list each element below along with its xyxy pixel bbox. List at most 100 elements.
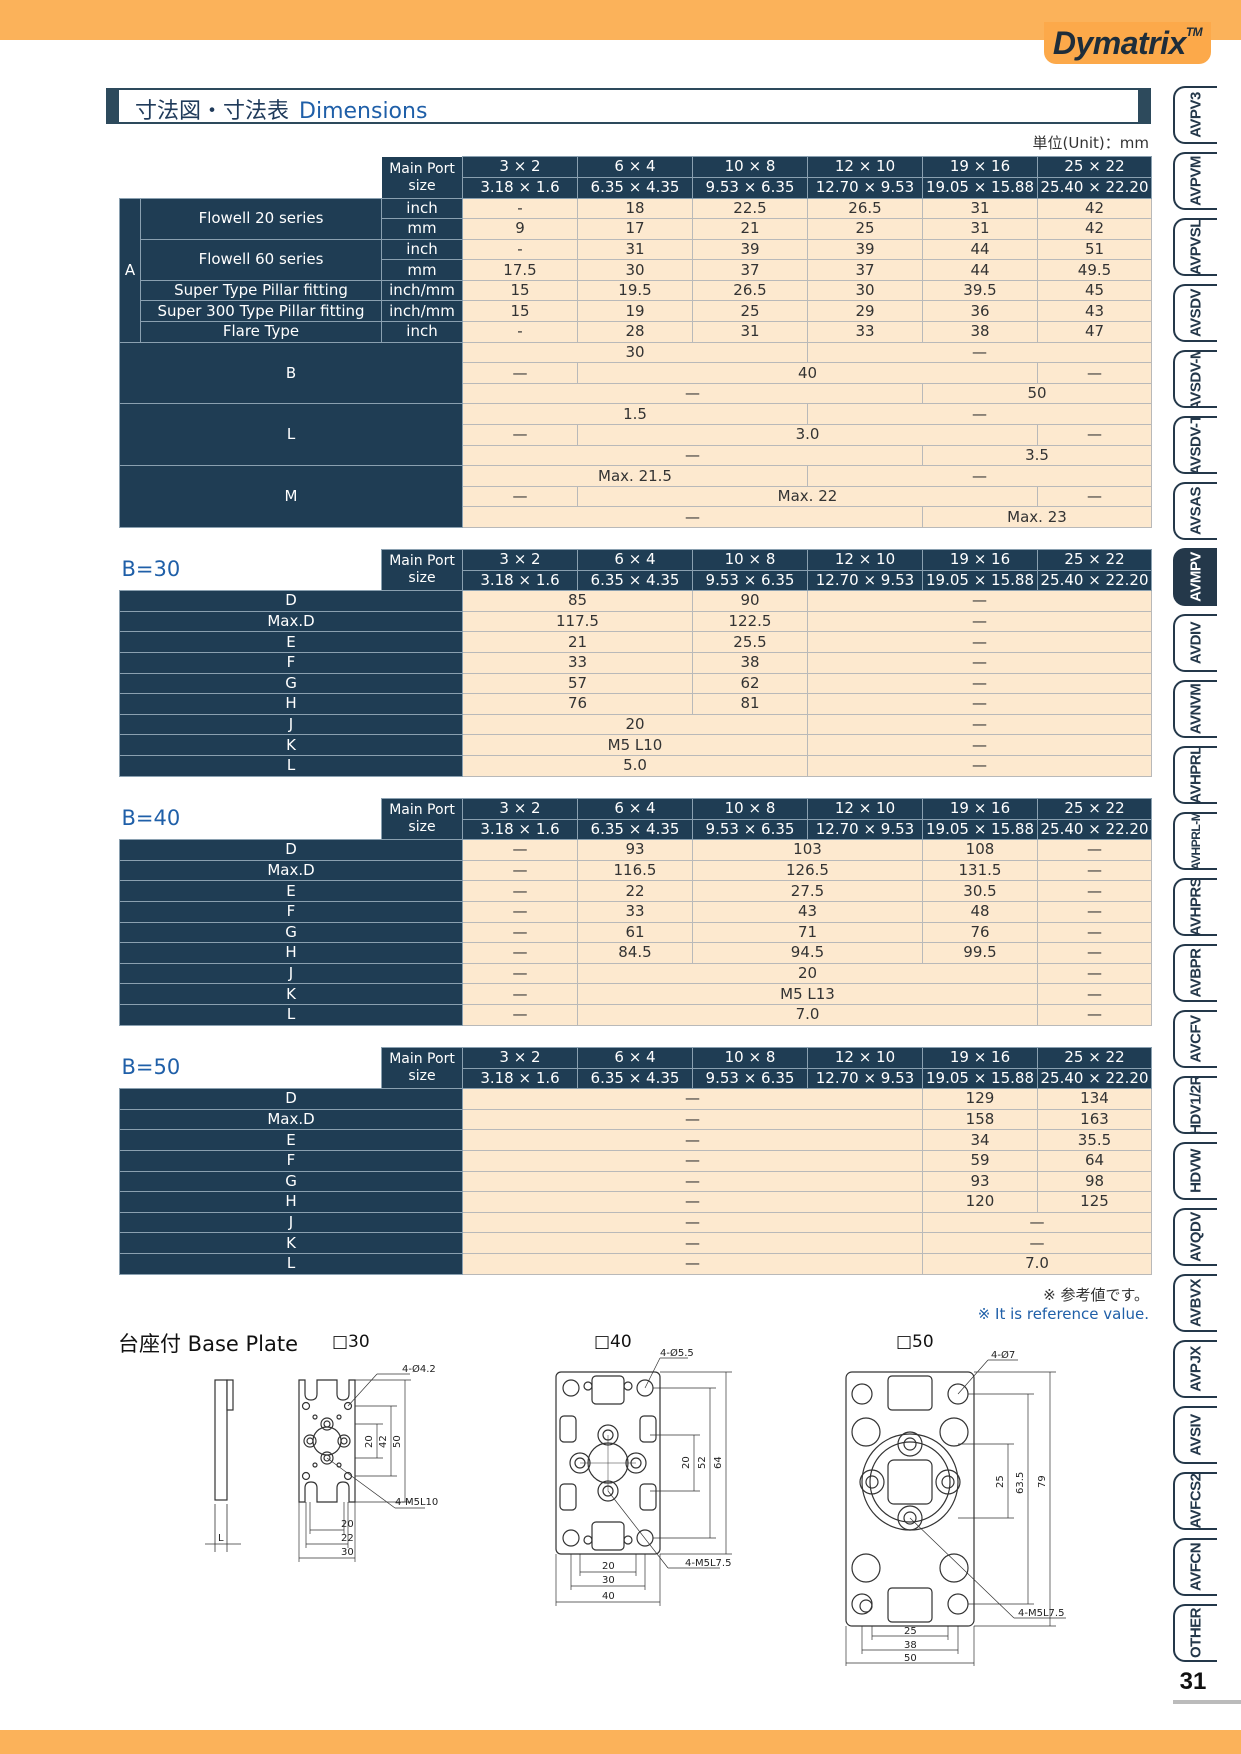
dim-label: 20 bbox=[341, 1519, 354, 1530]
value-cell: 25 bbox=[692, 300, 808, 323]
value-cell: 64 bbox=[1037, 1149, 1152, 1172]
value-cell: — bbox=[462, 444, 923, 467]
header-nominal: 6 × 4 bbox=[577, 1047, 693, 1069]
row-label-a: A bbox=[119, 197, 141, 343]
header-mm: 19.05 × 15.88 bbox=[922, 818, 1038, 841]
dim-label: 4-M5L7.5 bbox=[685, 1558, 731, 1569]
header-mm: 25.40 × 22.20 bbox=[1037, 176, 1152, 199]
tab-avsdv-m[interactable]: AVSDV-M bbox=[1173, 350, 1217, 408]
unit-cell: inch/mm bbox=[381, 279, 463, 302]
tab-label: AVSDV-T bbox=[1187, 416, 1205, 474]
value-cell: — bbox=[462, 1108, 923, 1131]
tab-avdiv[interactable]: AVDIV bbox=[1173, 614, 1217, 672]
unit-cell: inch bbox=[381, 321, 463, 343]
tab-label: AVDIV bbox=[1187, 621, 1205, 665]
header-mm: 12.70 × 9.53 bbox=[807, 1067, 923, 1090]
tab-avsdv[interactable]: AVSDV bbox=[1173, 284, 1217, 342]
value-cell: 33 bbox=[577, 900, 693, 923]
value-cell: 17 bbox=[577, 218, 693, 240]
row-label: H bbox=[119, 693, 463, 715]
value-cell: 57 bbox=[462, 672, 693, 695]
header-mm: 3.18 × 1.6 bbox=[462, 569, 578, 592]
dim-label: 20 bbox=[364, 1435, 375, 1448]
value-cell: — bbox=[462, 1252, 923, 1275]
size-label: size bbox=[408, 819, 436, 836]
value-cell: — bbox=[807, 631, 1152, 653]
tab-avfcn[interactable]: AVFCN bbox=[1173, 1538, 1217, 1596]
header-mm: 12.70 × 9.53 bbox=[807, 176, 923, 199]
value-cell: 38 bbox=[692, 651, 808, 674]
header-nominal: 12 × 10 bbox=[807, 1047, 923, 1069]
tab-avcfv[interactable]: AVCFV bbox=[1173, 1010, 1217, 1068]
value-cell: 28 bbox=[577, 321, 693, 343]
value-cell: 5.0 bbox=[462, 754, 808, 777]
tab-other[interactable]: OTHER bbox=[1173, 1604, 1217, 1662]
value-cell: 25.5 bbox=[692, 631, 808, 653]
tab-avfcs2[interactable]: AVFCS2 bbox=[1173, 1472, 1217, 1530]
base-plate-30-drawing: L 20 42 50 20 22 30 4-Ø4.2 4-M5L10 bbox=[205, 1363, 438, 1562]
header-mm: 19.05 × 15.88 bbox=[922, 569, 1038, 592]
tab-avbvx[interactable]: AVBVX bbox=[1173, 1274, 1217, 1332]
dim-label: 20 bbox=[602, 1561, 615, 1572]
header-nominal: 19 × 16 bbox=[922, 1047, 1038, 1069]
value-cell: 36 bbox=[922, 300, 1038, 323]
value-cell: — bbox=[807, 754, 1152, 777]
header-mm: 9.53 × 6.35 bbox=[692, 176, 808, 199]
value-cell: 43 bbox=[692, 900, 923, 923]
tab-avqdv[interactable]: AVQDV bbox=[1173, 1208, 1217, 1266]
header-nominal: 12 × 10 bbox=[807, 798, 923, 820]
value-cell: — bbox=[807, 610, 1152, 633]
dim-label: 50 bbox=[904, 1653, 917, 1664]
value-cell: 126.5 bbox=[692, 859, 923, 882]
value-cell: 38 bbox=[922, 321, 1038, 343]
row-label: L bbox=[119, 1252, 463, 1275]
value-cell: 19 bbox=[577, 300, 693, 323]
row-label: J bbox=[119, 1211, 463, 1234]
tab-avnvm[interactable]: AVNVM bbox=[1173, 680, 1217, 738]
tab-avpvsl[interactable]: AVPVSL bbox=[1173, 218, 1217, 276]
value-cell: — bbox=[807, 651, 1152, 674]
base-plate-50-label: □50 bbox=[896, 1332, 934, 1352]
value-cell: — bbox=[462, 1211, 923, 1234]
tab-avpv3[interactable]: AVPV3 bbox=[1173, 86, 1217, 144]
value-cell: — bbox=[462, 859, 578, 882]
tab-hdvw[interactable]: HDVW bbox=[1173, 1142, 1217, 1200]
tab-avsiv[interactable]: AVSIV bbox=[1173, 1406, 1217, 1464]
tab-avsas[interactable]: AVSAS bbox=[1173, 482, 1217, 540]
row-label: Max.D bbox=[119, 859, 463, 882]
dim-label: 38 bbox=[904, 1640, 917, 1651]
tab-avbpr[interactable]: AVBPR bbox=[1173, 944, 1217, 1002]
tab-avpjx[interactable]: AVPJX bbox=[1173, 1340, 1217, 1398]
dim-label: 4-Ø7 bbox=[991, 1349, 1015, 1361]
value-cell: 29 bbox=[807, 300, 923, 323]
value-cell: 43 bbox=[1037, 300, 1152, 323]
tab-label: AVFCS2 bbox=[1187, 1473, 1205, 1529]
value-cell: 76 bbox=[462, 693, 693, 715]
value-cell: 27.5 bbox=[692, 880, 923, 902]
header-nominal: 6 × 4 bbox=[577, 798, 693, 820]
tab-label: AVBPR bbox=[1187, 948, 1205, 998]
dim-label: 4-M5L10 bbox=[395, 1497, 438, 1508]
value-cell: 81 bbox=[692, 693, 808, 715]
tab-avhprl-m[interactable]: AVHPRL-M bbox=[1173, 812, 1217, 870]
unit-cell: inch/mm bbox=[381, 300, 463, 323]
header-nominal: 25 × 22 bbox=[1037, 549, 1152, 571]
value-cell: 99.5 bbox=[922, 942, 1038, 964]
tab-avsdv-t[interactable]: AVSDV-T bbox=[1173, 416, 1217, 474]
tab-label: AVQDV bbox=[1187, 1212, 1205, 1262]
tab-avhprl[interactable]: AVHPRL bbox=[1173, 746, 1217, 804]
value-cell: Max. 23 bbox=[922, 506, 1152, 528]
value-cell: — bbox=[922, 1211, 1152, 1234]
value-cell: — bbox=[807, 403, 1152, 426]
value-cell: — bbox=[1037, 1003, 1152, 1026]
row-label: H bbox=[119, 1191, 463, 1213]
tab-avhprs[interactable]: AVHPRS bbox=[1173, 878, 1217, 936]
main-port-label: Main Port bbox=[389, 160, 455, 177]
tab-hdv12r[interactable]: HDV1/2R bbox=[1173, 1076, 1217, 1134]
tab-avmpv[interactable]: AVMPV bbox=[1173, 548, 1217, 606]
tab-avpvm[interactable]: AVPVM bbox=[1173, 152, 1217, 210]
value-cell: — bbox=[462, 1191, 923, 1213]
base-plate-40-label: □40 bbox=[594, 1332, 632, 1352]
value-cell: 158 bbox=[922, 1108, 1038, 1131]
